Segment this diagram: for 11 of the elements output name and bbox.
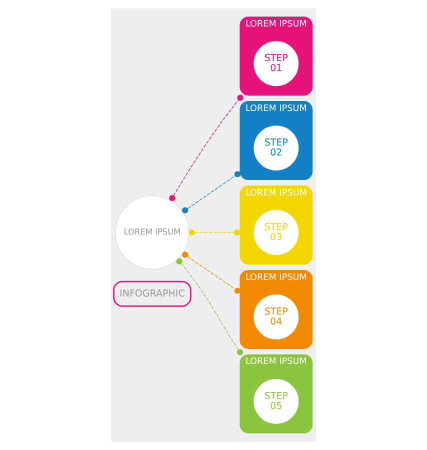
connector <box>169 94 244 202</box>
node-circle: STEP 02 <box>254 126 299 171</box>
node-circle: STEP 05 <box>254 378 299 424</box>
node-circle: STEP 01 <box>254 41 299 86</box>
connector <box>182 171 241 214</box>
connector <box>176 258 244 356</box>
node-circle: STEP 03 <box>254 210 299 255</box>
connector <box>188 229 240 236</box>
connector <box>182 252 241 294</box>
node-box: INFOGRAPHIC <box>113 280 192 307</box>
node-circle: STEP 04 <box>254 294 299 340</box>
